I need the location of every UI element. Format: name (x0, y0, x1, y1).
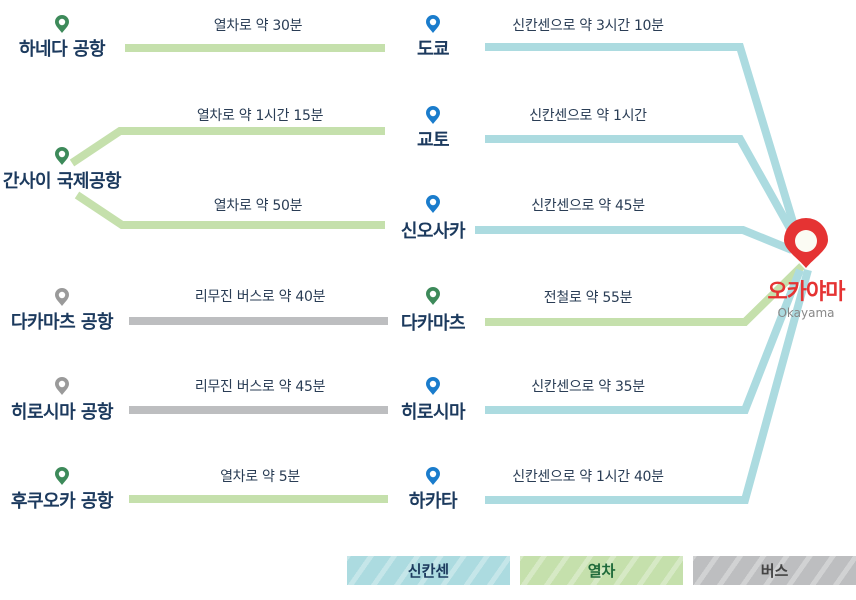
map-pin-icon (425, 466, 441, 486)
destination-pin-icon (784, 218, 828, 268)
leg-duration: 신칸센으로 약 1시간 40분 (512, 469, 664, 485)
hub-shin-osaka[interactable]: 신오사카 (400, 221, 466, 242)
line-kansai-shinosaka (74, 191, 385, 229)
leg-duration: 열차로 약 1시간 15분 (196, 108, 324, 124)
map-pin-icon (425, 286, 441, 306)
legend-label: 버스 (760, 562, 789, 580)
map-pin-icon (54, 376, 70, 396)
map-pin-icon (54, 146, 70, 166)
map-pin-icon (54, 14, 70, 34)
line-kansai-kyoto (69, 127, 385, 167)
leg-duration: 리무진 버스로 약 40분 (194, 289, 326, 305)
leg-duration: 전철로 약 55분 (543, 290, 633, 306)
origin-fukuoka-airport[interactable]: 후쿠오카 공항 (10, 491, 114, 512)
leg-duration: 신칸센으로 약 45분 (531, 198, 645, 214)
leg-duration: 신칸센으로 약 3시간 10분 (512, 18, 664, 34)
origin-takamatsu-airport[interactable]: 다카마츠 공항 (10, 312, 114, 333)
map-pin-icon (425, 14, 441, 34)
leg-duration: 신칸센으로 약 35분 (531, 379, 645, 395)
leg-duration: 열차로 약 30분 (213, 18, 303, 34)
origin-kansai-airport[interactable]: 간사이 국제공항 (2, 171, 122, 192)
leg-duration: 신칸센으로 약 1시간 (529, 108, 647, 124)
legend-label: 신칸센 (407, 562, 450, 580)
line-hiroshima-okayama (485, 268, 804, 414)
origin-hiroshima-airport[interactable]: 히로시마 공항 (10, 402, 114, 423)
hub-hakata[interactable]: 하카타 (408, 491, 458, 512)
map-pin-icon (54, 287, 70, 307)
hub-kyoto[interactable]: 교토 (416, 130, 450, 151)
map-pin-icon (425, 105, 441, 125)
leg-duration: 열차로 약 5분 (220, 469, 300, 485)
line-kyoto-okayama (485, 135, 796, 234)
legend-label: 열차 (587, 562, 616, 580)
legend-bus: 버스 (693, 556, 856, 585)
origin-haneda-airport[interactable]: 하네다 공항 (18, 39, 106, 60)
map-pin-icon (425, 194, 441, 214)
leg-duration: 리무진 버스로 약 45분 (194, 379, 326, 395)
hub-tokyo[interactable]: 도쿄 (416, 39, 450, 60)
map-pin-icon (54, 466, 70, 486)
hub-hiroshima[interactable]: 히로시마 (400, 402, 466, 423)
map-pin-icon (425, 376, 441, 396)
line-tokyo-okayama (485, 43, 800, 234)
line-shinosaka-okayama (475, 226, 794, 254)
leg-duration: 열차로 약 50분 (213, 198, 303, 214)
line-takamatsu-okayama (485, 263, 805, 326)
destination-subtitle: Okayama (777, 306, 835, 320)
line-hakata-okayama (485, 268, 812, 504)
legend-shinkansen: 신칸센 (347, 556, 510, 585)
legend-train: 열차 (520, 556, 683, 585)
destination-name[interactable]: 오카야마 (767, 280, 846, 305)
hub-takamatsu[interactable]: 다카마츠 (400, 313, 466, 334)
